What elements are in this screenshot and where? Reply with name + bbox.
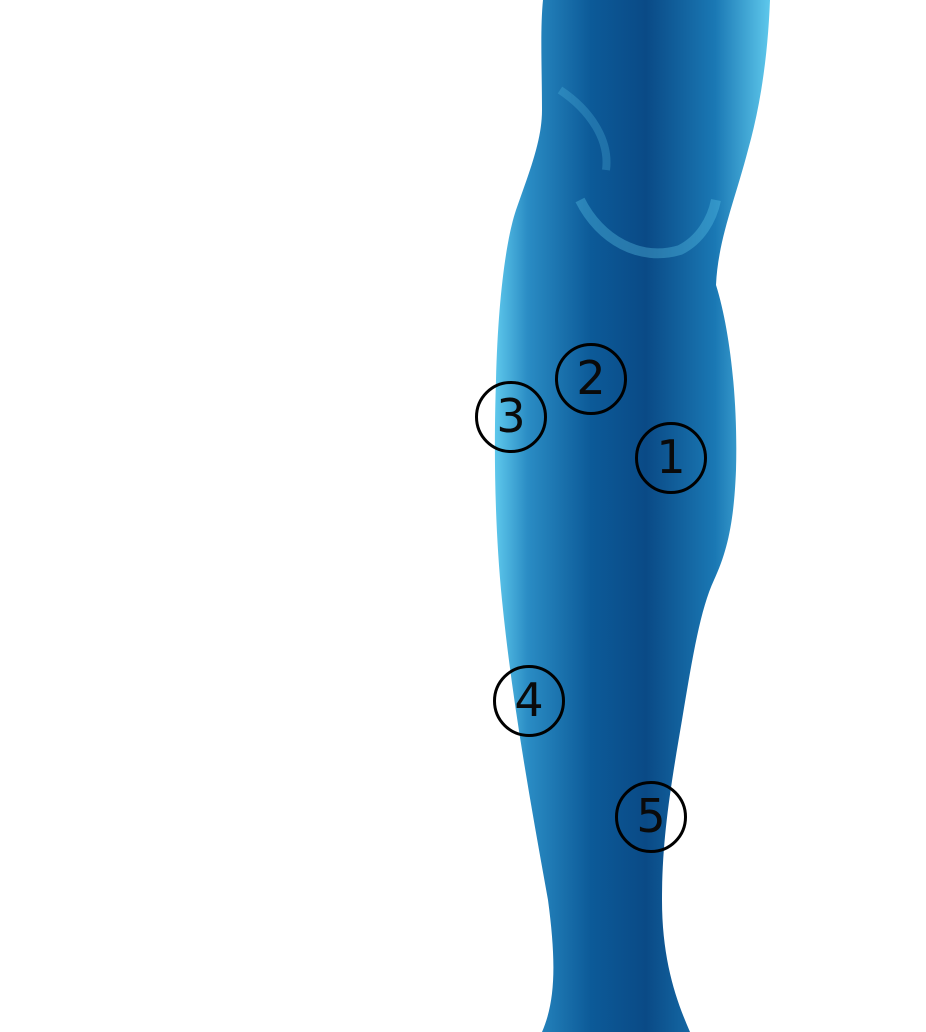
marker-3-label: 3 xyxy=(496,389,526,443)
marker-4-label: 4 xyxy=(514,673,544,727)
leg-shape xyxy=(494,0,770,1032)
marker-1-label: 1 xyxy=(656,430,686,484)
marker-2-label: 2 xyxy=(576,351,606,405)
marker-5[interactable]: 5 xyxy=(615,781,687,853)
marker-3[interactable]: 3 xyxy=(475,381,547,453)
marker-1[interactable]: 1 xyxy=(635,422,707,494)
marker-2[interactable]: 2 xyxy=(555,343,627,415)
marker-5-label: 5 xyxy=(636,789,666,843)
marker-4[interactable]: 4 xyxy=(493,665,565,737)
thigh-highlight xyxy=(557,86,611,171)
knee-highlight xyxy=(575,197,721,259)
